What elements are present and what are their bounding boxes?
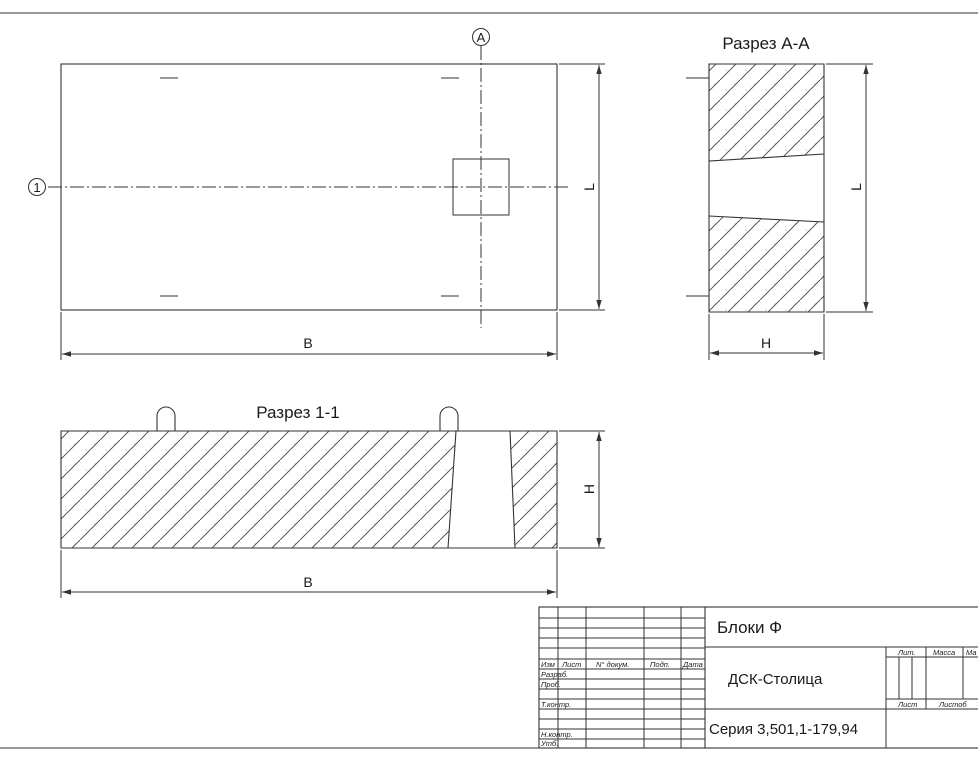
col-date: Дата — [682, 660, 703, 669]
label-sheets: Листоб — [938, 700, 967, 709]
section-11-hatch-left — [60, 430, 457, 549]
section-aa-hatch-top — [708, 63, 825, 162]
series-number: Серия 3,501,1-179,94 — [709, 721, 858, 738]
dim-label-length: L — [581, 183, 597, 191]
lifting-loop — [156, 406, 176, 431]
axis-a-circle — [472, 28, 490, 46]
label-scale: Ма — [966, 648, 977, 657]
section-aa: Разрез А-А L H — [686, 34, 873, 360]
col-doc: N° докум. — [596, 660, 629, 669]
section-11-hatch-right — [509, 430, 558, 549]
row-utv: Утб. — [540, 739, 558, 748]
dim-label-height: H — [581, 484, 597, 494]
dim-label-length: L — [848, 183, 864, 191]
top-view: A 1 B L — [28, 28, 605, 360]
label-lit: Лит. — [897, 648, 916, 657]
organization: ДСК-Столица — [728, 671, 823, 688]
dim-label-width: B — [303, 335, 312, 351]
label-sheet: Лист — [897, 700, 917, 709]
row-prov: Проб. — [541, 680, 561, 689]
dim-label-height: H — [761, 335, 771, 351]
section-11-title: Разрез 1-1 — [256, 403, 339, 422]
axis-1-circle — [28, 178, 46, 196]
col-izm: Изм — [541, 660, 555, 669]
lifting-loop — [439, 406, 459, 431]
label-mass: Масса — [933, 648, 955, 657]
axis-1-label: 1 — [33, 180, 40, 195]
document-name: Блоки Ф — [717, 618, 782, 637]
row-tkontr: Т.контр. — [541, 700, 571, 709]
row-nkontr: Н.контр. — [541, 730, 573, 739]
row-razrab: Разраб. — [541, 670, 568, 679]
axis-a-label: A — [477, 30, 486, 45]
section-aa-hatch-bottom — [708, 215, 825, 313]
col-list: Лист — [561, 660, 581, 669]
section-11: Разрез 1-1 B H — [60, 403, 605, 598]
section-aa-title: Разрез А-А — [722, 34, 810, 53]
col-sign: Подп. — [650, 660, 670, 669]
title-block: Изм Лист N° докум. Подп. Дата Разраб. Пр… — [538, 606, 978, 749]
title-block-frame — [538, 606, 978, 749]
dim-label-width: B — [303, 574, 312, 590]
